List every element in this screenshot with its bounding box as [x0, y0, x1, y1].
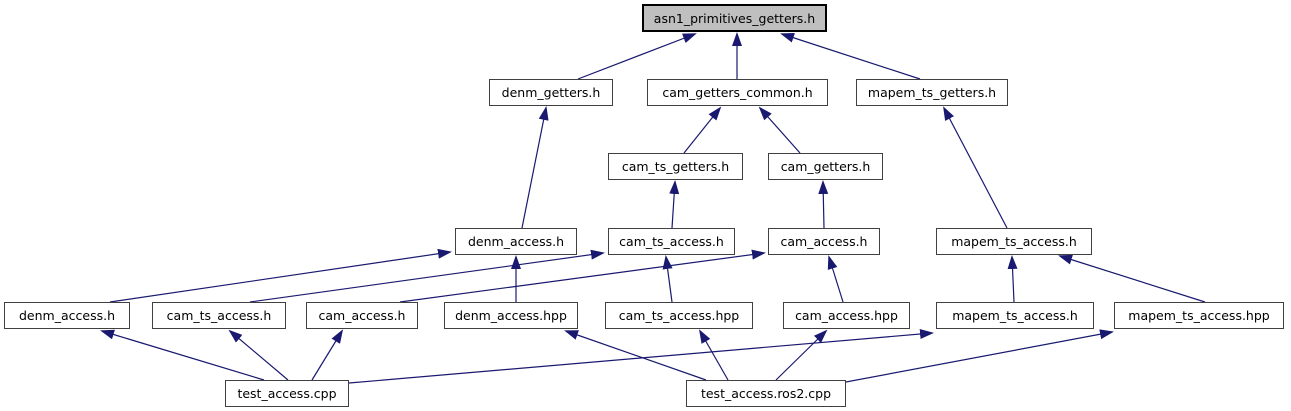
edge-test_access_cpp-to-mapem_ts_access_h_low [348, 329, 934, 384]
edge-cam_ts_getters_h-to-cam_getters_common_h [683, 106, 722, 154]
graph-node-cam_access_hpp[interactable]: cam_access.hpp [783, 302, 910, 329]
graph-node-label: mapem_ts_access.hpp [1128, 308, 1270, 323]
edge-test_access_cpp-to-denm_access_h_low [100, 329, 265, 381]
edge-mapem_ts_access_h_mid-to-mapem_ts_getters_h [943, 106, 1008, 229]
graph-node-denm_access_h_mid[interactable]: denm_access.h [455, 228, 577, 255]
graph-node-mapem_ts_access_h_low[interactable]: mapem_ts_access.h [936, 302, 1094, 329]
edge-denm_access_h_low-to-denm_access_h_mid [109, 248, 452, 303]
graph-node-label: cam_access.hpp [795, 308, 898, 323]
edge-denm_access_h_mid-to-denm_getters_h [521, 106, 549, 229]
graph-node-label: mapem_ts_access.h [951, 234, 1077, 249]
graph-node-label: cam_getters_common.h [662, 85, 813, 100]
graph-node-label: test_access.cpp [237, 386, 337, 401]
edge-test_access_ros2_cpp-to-denm_access_hpp [564, 330, 707, 381]
edge-cam_ts_access_h_mid-to-cam_ts_getters_h [669, 180, 680, 229]
edge-mapem_ts_access_hpp-to-mapem_ts_access_h_mid [1058, 254, 1206, 303]
graph-node-label: denm_access.h [468, 234, 564, 249]
graph-node-label: cam_access.h [780, 234, 868, 249]
graph-node-label: mapem_ts_access.h [952, 308, 1078, 323]
edge-cam_access_h_mid-to-cam_getters_h [818, 180, 829, 229]
graph-node-cam_ts_access_h_low[interactable]: cam_ts_access.h [152, 302, 286, 329]
graph-node-cam_getters_h[interactable]: cam_getters.h [768, 153, 883, 180]
graph-node-label: cam_access.h [318, 308, 406, 323]
graph-node-cam_ts_access_h_mid[interactable]: cam_ts_access.h [608, 228, 735, 255]
graph-node-denm_getters_h[interactable]: denm_getters.h [489, 79, 613, 106]
graph-node-denm_access_h_low[interactable]: denm_access.h [4, 302, 130, 329]
graph-node-asn1_primitives_getters_h: asn1_primitives_getters.h [642, 4, 827, 32]
graph-node-mapem_ts_getters_h[interactable]: mapem_ts_getters.h [856, 79, 1008, 106]
graph-node-denm_access_hpp[interactable]: denm_access.hpp [444, 302, 578, 329]
edge-denm_getters_h-to-asn1_primitives_getters_h [577, 33, 697, 80]
graph-node-label: cam_getters.h [780, 159, 871, 174]
edge-cam_ts_access_h_low-to-cam_ts_access_h_mid [249, 249, 605, 303]
edge-test_access_ros2_cpp-to-mapem_ts_access_hpp [845, 329, 1114, 383]
graph-node-mapem_ts_access_h_mid[interactable]: mapem_ts_access.h [936, 228, 1092, 255]
graph-node-cam_ts_access_hpp[interactable]: cam_ts_access.hpp [605, 302, 753, 329]
graph-node-test_access_cpp[interactable]: test_access.cpp [225, 380, 349, 407]
graph-node-label: cam_ts_access.h [166, 308, 272, 323]
edge-cam_access_hpp-to-cam_access_h_mid [827, 255, 844, 303]
graph-node-test_access_ros2_cpp[interactable]: test_access.ros2.cpp [686, 380, 846, 407]
edge-cam_ts_access_hpp-to-cam_ts_access_h_mid [662, 255, 673, 303]
edge-cam_access_h_low-to-cam_access_h_mid [399, 249, 766, 303]
graph-node-label: denm_access.h [19, 308, 115, 323]
edge-mapem_ts_access_h_low-to-mapem_ts_access_h_mid [1007, 255, 1018, 303]
edge-test_access_ros2_cpp-to-cam_access_hpp [775, 329, 828, 381]
graph-node-label: denm_getters.h [501, 85, 601, 100]
graph-node-label: cam_ts_getters.h [621, 159, 730, 174]
graph-node-label: mapem_ts_getters.h [867, 85, 997, 100]
graph-node-label: cam_ts_access.hpp [618, 308, 740, 323]
graph-node-label: cam_ts_access.h [619, 234, 724, 249]
graph-node-cam_getters_common_h[interactable]: cam_getters_common.h [647, 79, 828, 106]
graph-node-label: denm_access.hpp [455, 308, 567, 323]
graph-node-cam_ts_getters_h[interactable]: cam_ts_getters.h [608, 153, 743, 180]
edge-test_access_cpp-to-cam_access_h_low [311, 329, 344, 381]
graph-node-label: asn1_primitives_getters.h [653, 10, 816, 26]
graph-node-label: test_access.ros2.cpp [700, 386, 832, 401]
edge-test_access_ros2_cpp-to-cam_ts_access_hpp [699, 329, 729, 381]
edge-cam_getters_h-to-cam_getters_common_h [758, 106, 801, 154]
graph-node-mapem_ts_access_hpp[interactable]: mapem_ts_access.hpp [1114, 302, 1284, 329]
edge-mapem_ts_getters_h-to-asn1_primitives_getters_h [780, 32, 921, 80]
graph-node-cam_access_h_mid[interactable]: cam_access.h [768, 228, 880, 255]
edge-test_access_cpp-to-cam_ts_access_h_low [228, 329, 289, 381]
graph-node-cam_access_h_low[interactable]: cam_access.h [306, 302, 418, 329]
